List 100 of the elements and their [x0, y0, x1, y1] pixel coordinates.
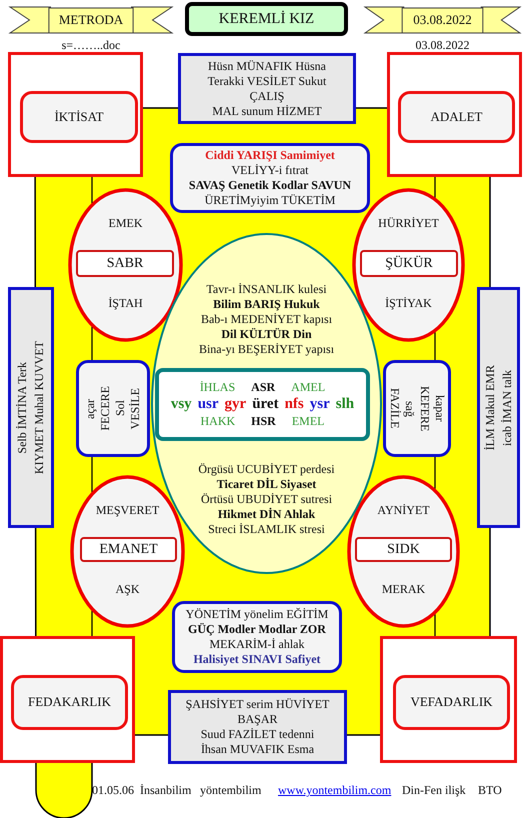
- concept-text: VESİLE: [128, 388, 143, 430]
- concept-text: SIDK: [387, 540, 420, 558]
- concept-text: gyr: [224, 395, 246, 414]
- concept-box: [360, 250, 458, 277]
- concept-text: ysr: [310, 395, 330, 414]
- concept-text: ÇALIŞ: [250, 88, 284, 104]
- concept-text: EMEL: [292, 414, 325, 429]
- concept-text: ÜRETİMyiyim TÜKETİM: [204, 193, 336, 208]
- concept-text: Örgüsü UCUBİYET perdesi: [198, 462, 335, 477]
- footer-text: Din-Fen ilişk: [402, 783, 466, 798]
- web-link: www.yontembilim.com: [278, 783, 392, 798]
- concept-text: MERAK: [382, 582, 426, 597]
- concept-text: sağ: [402, 400, 417, 416]
- footer-text: BTO: [478, 783, 502, 798]
- concept-box: [80, 537, 177, 562]
- oval-panel: [352, 188, 465, 342]
- concept-text: nfs: [284, 395, 304, 414]
- concept-text: vsy: [170, 395, 192, 414]
- oval-panel: [70, 475, 185, 628]
- ribbon-banner: [365, 5, 520, 35]
- side-panel: [383, 360, 451, 457]
- concept-text: Örtüsü UBUDİYET sutresi: [200, 492, 332, 507]
- concept-box: [11, 675, 128, 730]
- title: KEREMLİ KIZ: [185, 2, 348, 36]
- concept-text: Bilim BARIŞ Hukuk: [213, 297, 320, 312]
- concept-text: BAŞAR: [237, 712, 278, 727]
- frame-box: [8, 52, 143, 177]
- concept-text: METRODA: [58, 12, 124, 28]
- concept-text: İHLAS: [200, 380, 236, 396]
- side-panel: [76, 360, 150, 457]
- concept-box: [20, 91, 138, 143]
- frame-box: [380, 636, 517, 763]
- text-panel: [168, 690, 347, 764]
- concept-text: Tavr-ı İNSANLIK kulesi: [206, 282, 327, 297]
- frame-box: [0, 636, 135, 763]
- concept-text: EMEK: [108, 216, 142, 231]
- concept-text: MEKARİM-İ ahlak: [210, 637, 304, 652]
- concept-text: İLM Makul EMR: [482, 364, 498, 450]
- concept-text: İKTİSAT: [54, 108, 104, 126]
- concept-text: Terakki VESİLET Sukut: [208, 74, 326, 88]
- concept-text: EMANET: [99, 540, 158, 558]
- frame-box: [387, 52, 522, 177]
- concept-text: SABR: [106, 254, 144, 272]
- concept-text: açar: [83, 398, 98, 418]
- concept-text: FAZİLE: [387, 388, 402, 429]
- footer-text: yöntembilim: [200, 783, 262, 798]
- concept-text: AŞK: [115, 582, 140, 597]
- concept-text: Dil KÜLTÜR Din: [221, 327, 312, 342]
- oval-panel: [347, 475, 460, 628]
- vertical-panel: [8, 287, 54, 528]
- concept-text: HAKK: [200, 414, 236, 429]
- concept-text: İhsan MUVAFIK Esma: [200, 742, 314, 757]
- concept-text: ASR: [251, 380, 276, 396]
- concept-text: İŞTİYAK: [385, 296, 432, 311]
- concept-text: Bina-yı BEŞERİYET yapısı: [198, 342, 334, 357]
- concept-text: HÜRRİYET: [378, 216, 439, 231]
- concept-text: GÜÇ Modler Modlar ZOR: [188, 622, 326, 637]
- concept-text: icab İMAN talk: [500, 370, 514, 446]
- concept-text: Bab-ı MEDENİYET kapısı: [200, 312, 332, 327]
- concept-box: [393, 675, 510, 730]
- concept-text: üret: [252, 395, 279, 414]
- concept-text: kapar: [432, 395, 447, 422]
- concept-box: [398, 91, 515, 143]
- date-text: 01.05.06: [92, 783, 134, 798]
- concept-text: Halisiyet SINAVI Safiyet: [193, 652, 321, 667]
- concept-text: ŞÜKÜR: [385, 254, 433, 272]
- concept-text: ŞAHSİYET serim HÜVİYET: [186, 697, 330, 712]
- concept-text: Hikmet DİN Ahlak: [218, 507, 316, 522]
- concept-text: FECERE: [98, 386, 113, 431]
- concept-text: 03.08.2022: [413, 12, 472, 28]
- concept-text: VELİYY-i fıtrat: [232, 163, 308, 178]
- core-box: [155, 368, 370, 441]
- footer-text: İnsanbilim: [140, 783, 192, 798]
- concept-text: AYNİYET: [377, 503, 430, 518]
- concept-text: AMEL: [291, 380, 326, 396]
- concept-text: Hüsn MÜNAFIK Hüsna: [208, 58, 326, 74]
- concept-text: Suud FAZİLET tedenni: [200, 727, 314, 742]
- concept-text: Selb İMTİNA Terk: [15, 362, 30, 454]
- concept-box: [355, 537, 452, 562]
- concept-text: MEŞVERET: [96, 503, 160, 518]
- caption-text: 03.08.2022: [414, 38, 470, 53]
- concept-box: [76, 250, 174, 277]
- concept-text: slh: [336, 395, 354, 414]
- concept-text: Ciddi YARIŞI Samimiyet: [205, 148, 335, 163]
- concept-text: MAL sunum HİZMET: [212, 104, 322, 118]
- concept-text: KIYMET Muhal KUVVET: [32, 340, 47, 474]
- text-panel: [170, 143, 370, 213]
- concept-text: KEFERE: [417, 386, 432, 432]
- vertical-panel: [477, 287, 520, 528]
- concept-text: ADALET: [430, 108, 482, 126]
- oval-panel: [68, 188, 183, 342]
- concept-text: HSR: [251, 414, 276, 429]
- text-panel: [178, 53, 356, 124]
- concept-text: Ticaret DİL Siyaset: [216, 477, 316, 492]
- concept-text: FEDAKARLIK: [28, 694, 112, 711]
- ribbon-banner: [10, 5, 172, 35]
- concept-text: VEFADARLIK: [410, 694, 493, 711]
- concept-text: YÖNETİM yönelim EĞİTİM: [186, 607, 328, 622]
- caption-text: s=……..doc: [60, 38, 122, 53]
- concept-text: İŞTAH: [108, 296, 143, 311]
